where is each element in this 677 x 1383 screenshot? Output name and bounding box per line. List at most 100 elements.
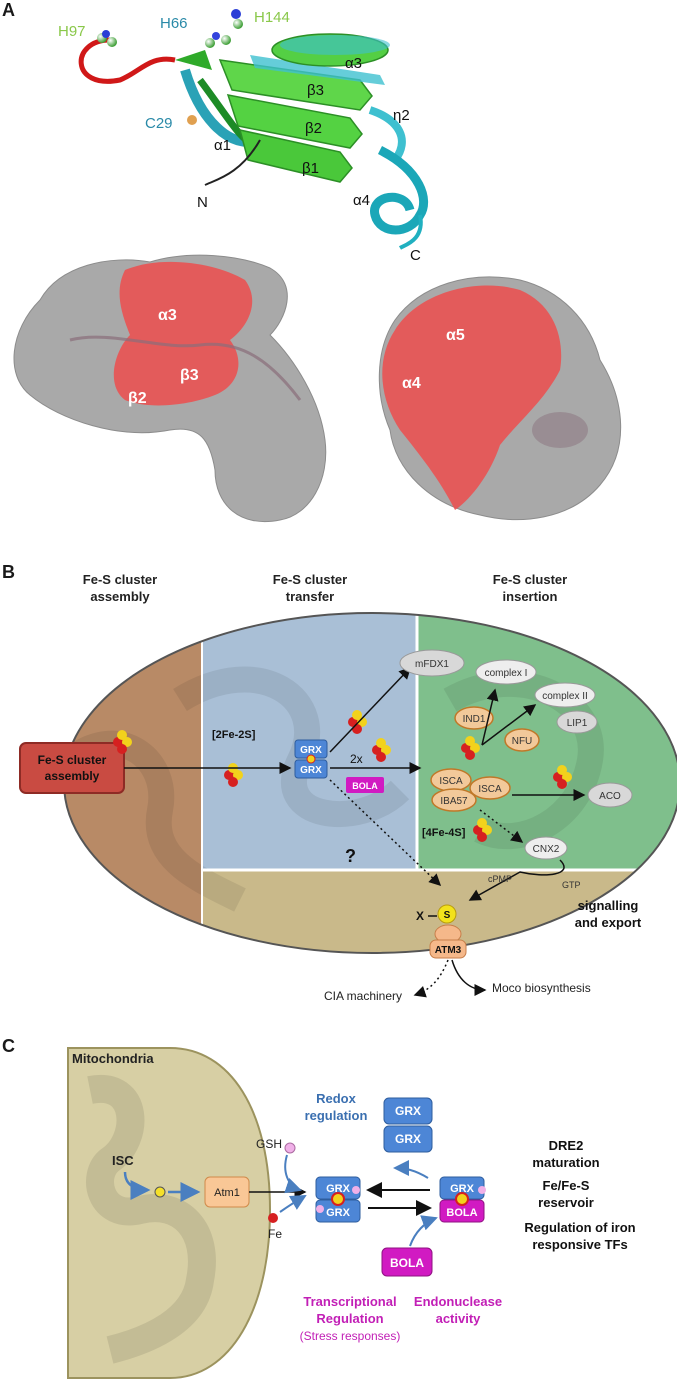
question-mark: ? bbox=[345, 846, 356, 866]
h144-ball bbox=[233, 19, 243, 29]
atm1-label: Atm1 bbox=[214, 1187, 240, 1199]
cnx2-node bbox=[524, 836, 568, 860]
mfdx1-node bbox=[399, 649, 465, 677]
h66-nitrogen bbox=[212, 32, 220, 40]
label-h97: H97 bbox=[58, 23, 86, 40]
n-terminal-tail bbox=[204, 139, 261, 186]
header-transfer-2: transfer bbox=[286, 589, 334, 604]
mitochondria-label: Mitochondria bbox=[72, 1051, 154, 1066]
header-transfer-1: Fe-S cluster bbox=[273, 572, 347, 587]
h144-ball-2 bbox=[221, 35, 231, 45]
stress-label: (Stress responses) bbox=[300, 1329, 401, 1343]
aco-node bbox=[587, 782, 633, 808]
endonuclease-label-2: activity bbox=[436, 1311, 482, 1326]
surface-left-alpha3: α3 bbox=[158, 307, 177, 324]
grx-bottom-c-label: GRX bbox=[326, 1207, 351, 1219]
cnx2-label: CNX2 bbox=[533, 844, 560, 855]
iba57-node bbox=[431, 788, 477, 812]
label-c-term: C bbox=[410, 247, 421, 264]
label-beta2: β2 bbox=[305, 120, 322, 137]
grx-free-top bbox=[383, 1097, 433, 1125]
arrow-fe bbox=[279, 1195, 307, 1213]
arrow-gsh bbox=[284, 1154, 302, 1194]
header-insertion-2: insertion bbox=[503, 589, 558, 604]
isc-label: ISC bbox=[112, 1153, 134, 1168]
dre2-label-2: maturation bbox=[532, 1155, 599, 1170]
h97-nitrogen bbox=[102, 30, 110, 38]
label-h144: H144 bbox=[254, 9, 290, 26]
surface-right-alpha4: α4 bbox=[402, 375, 421, 392]
surface-right-alpha5: α5 bbox=[446, 327, 465, 344]
reservoir-label-1: Fe/Fe-S bbox=[543, 1178, 590, 1193]
label-signalling-1: signalling bbox=[578, 898, 639, 913]
label-h66: H66 bbox=[160, 15, 188, 32]
grx-c-cluster bbox=[331, 1192, 345, 1206]
atm3-label: ATM3 bbox=[435, 945, 462, 956]
mito-c-fold bbox=[86, 1074, 216, 1364]
fe-dot bbox=[268, 1213, 278, 1223]
label-beta1: β1 bbox=[302, 160, 319, 177]
grx-free-top-label: GRX bbox=[395, 1104, 421, 1118]
isc-cluster-dot bbox=[154, 1186, 166, 1198]
h66-ball bbox=[205, 38, 215, 48]
label-alpha4: α4 bbox=[353, 192, 370, 209]
label-cia: CIA machinery bbox=[324, 989, 402, 1003]
red-loop bbox=[78, 37, 176, 84]
surface-left-beta2: β2 bbox=[128, 390, 147, 407]
grx-heterodimer-label: GRX bbox=[450, 1183, 475, 1195]
iron-tfs-label-1: Regulation of iron bbox=[524, 1220, 635, 1235]
c29-sulfur bbox=[187, 115, 197, 125]
s-atom bbox=[437, 904, 457, 924]
surface-left-beta3: β3 bbox=[180, 367, 199, 384]
gsh-bound-1 bbox=[316, 1205, 324, 1213]
endonuclease-label-1: Endonuclease bbox=[414, 1294, 502, 1309]
label-fe4s4: [4Fe-4S] bbox=[422, 827, 466, 839]
beta1-strand bbox=[238, 129, 353, 183]
bola-free-label: BOLA bbox=[390, 1256, 424, 1270]
lip1-node bbox=[556, 710, 598, 734]
fes-cluster-icon-4 bbox=[372, 738, 391, 762]
bola-box-b bbox=[346, 777, 384, 793]
gsh-dot bbox=[284, 1142, 296, 1154]
header-insertion-1: Fe-S cluster bbox=[493, 572, 567, 587]
arrow-bola-binding bbox=[409, 1215, 438, 1247]
ribbon-trace-left bbox=[69, 335, 302, 401]
panel-b-letter: B bbox=[2, 562, 15, 582]
label-c29: C29 bbox=[145, 115, 173, 132]
gsh-bound-3 bbox=[478, 1186, 486, 1194]
reservoir-label-2: reservoir bbox=[538, 1195, 594, 1210]
grx-top-b-label: GRX bbox=[300, 745, 322, 756]
fes-cluster-icon-5 bbox=[461, 736, 480, 760]
cyan-strand-top bbox=[250, 55, 385, 85]
h97-ball-2 bbox=[107, 37, 117, 47]
complex1-label: complex I bbox=[485, 668, 528, 679]
header-assembly-1: Fe-S cluster bbox=[83, 572, 157, 587]
label-fe2s2: [2Fe-2S] bbox=[212, 729, 256, 741]
arrow-to-cia bbox=[413, 959, 449, 998]
iba57-label: IBA57 bbox=[440, 796, 468, 807]
aco-label: ACO bbox=[599, 791, 621, 802]
isca-label-2: ISCA bbox=[478, 784, 502, 795]
complex2-label: complex II bbox=[542, 691, 588, 702]
arrow-cnx2-to-atm3 bbox=[468, 859, 565, 901]
dre2-label-1: DRE2 bbox=[549, 1138, 584, 1153]
transcriptional-label-1: Transcriptional bbox=[303, 1294, 396, 1309]
alpha3-cyan bbox=[280, 35, 390, 55]
panel-b: B Fe-S cluster assembly Fe-S cluster tra… bbox=[2, 562, 677, 1003]
arrow-grx-to-atm3 bbox=[329, 779, 442, 887]
isca-node-2 bbox=[469, 776, 511, 800]
panel-c: C Mitochondria ISC Atm1 GSH Fe Redox reg… bbox=[2, 1036, 636, 1379]
arrow-release-grx bbox=[393, 1160, 429, 1179]
header-assembly-2: assembly bbox=[90, 589, 150, 604]
label-eta2: η2 bbox=[393, 107, 410, 124]
surface-right-red bbox=[382, 285, 562, 510]
assembly-box-line1: Fe-S cluster bbox=[38, 753, 107, 767]
isca-label-1: ISCA bbox=[439, 776, 463, 787]
arrow-to-cnx2 bbox=[479, 809, 524, 843]
surface-left: α3 β3 β2 bbox=[13, 254, 327, 522]
gsh-bound-2 bbox=[352, 1186, 360, 1194]
fes-cluster-icon-1 bbox=[113, 730, 132, 754]
mitochondrion-c bbox=[67, 1047, 272, 1379]
grx-top-c-label: GRX bbox=[326, 1183, 351, 1195]
